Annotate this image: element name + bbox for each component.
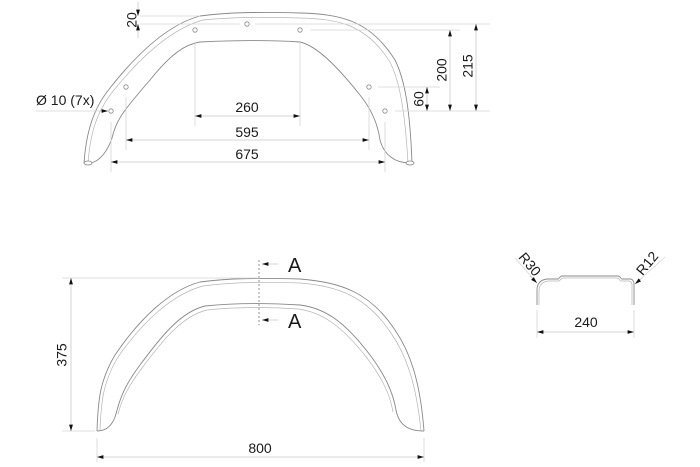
hole-callout: Ø 10 (7x) (36, 92, 94, 108)
dim-section-width: 240 (574, 314, 598, 330)
section-marker-a-top: A (288, 255, 302, 277)
fender-outer-edge (83, 12, 413, 164)
dim-flange-height: 20 (124, 12, 140, 28)
arch-outer-flange (99, 282, 422, 432)
fender-tip-left (83, 160, 93, 166)
mounting-hole-icon (192, 27, 198, 33)
dim-hole-spacing-595: 595 (235, 124, 259, 140)
mounting-hole-icon (123, 84, 129, 90)
dim-hole-spacing-675: 675 (235, 146, 259, 162)
dim-hole-spacing-260: 260 (235, 99, 259, 115)
mounting-hole-icon (297, 27, 303, 33)
dim-arch-height: 375 (54, 343, 70, 367)
dim-hole-offset-60: 60 (411, 91, 427, 107)
fender-flange-line (87, 17, 409, 164)
arch-outer-edge (96, 278, 425, 432)
section-view: R30 R12 240 (514, 248, 666, 338)
section-marker-a-bottom: A (288, 311, 302, 333)
radius-right-label: R12 (633, 248, 662, 278)
arch-inner-edge (96, 303, 425, 432)
dim-arch-width: 800 (248, 440, 272, 456)
arch-inner-flange (117, 307, 394, 415)
mounting-hole-icon (108, 108, 114, 114)
fender-tip-right (405, 160, 415, 166)
top-view: 20 260 595 675 Ø 10 (7x) 60 200 215 (36, 2, 490, 172)
fender-inner-arch (89, 40, 411, 164)
dim-height-215: 215 (460, 54, 476, 78)
side-view: A A 375 800 (54, 255, 425, 462)
section-profile-inner (538, 277, 633, 305)
section-profile (536, 275, 635, 305)
radius-left-label: R30 (516, 249, 545, 279)
dim-height-200: 200 (434, 58, 450, 82)
mounting-hole-icon (382, 108, 388, 114)
mounting-hole-icon (244, 21, 250, 27)
mounting-hole-icon (366, 84, 372, 90)
